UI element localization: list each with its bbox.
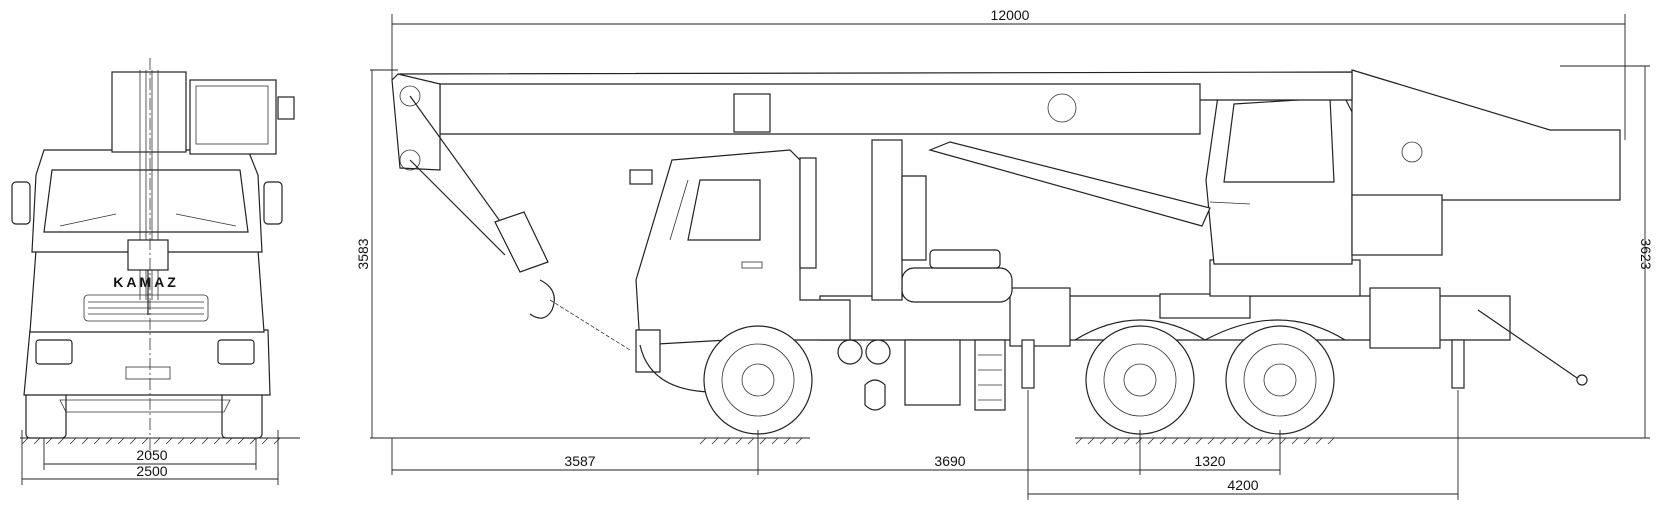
dim-support-base-label: 4200 (1227, 477, 1258, 493)
boom-support-post (871, 139, 903, 301)
wheel-front (703, 325, 813, 435)
hoist-cables (139, 70, 159, 300)
front-fender-line (639, 344, 711, 393)
tow-arm-end (1576, 374, 1588, 386)
rear-tow-arm (1477, 309, 1581, 381)
dim-bogie-label: 1320 (1194, 453, 1225, 469)
left-mirror (11, 181, 31, 225)
hook-block-side (494, 211, 549, 273)
front-outrigger-leg (1021, 339, 1035, 389)
right-headlight (217, 339, 255, 365)
grille-slats (88, 301, 204, 315)
front-outrigger-box (1009, 287, 1071, 347)
front-ground-hatch (21, 437, 281, 445)
front-view: KAMAZ 2050 2500 (11, 58, 300, 485)
air-filter (929, 249, 1001, 269)
crane-operator-cab (189, 79, 277, 155)
counterweight (1351, 194, 1443, 256)
boom-section-pin (1047, 93, 1077, 123)
ladder-steps (978, 354, 1002, 401)
dim-wheelbase-label: 3690 (934, 453, 965, 469)
front-bumper-side (635, 329, 661, 373)
fuel-tank (901, 267, 1013, 303)
lift-cylinder (928, 141, 1211, 227)
operator-mirror (277, 96, 295, 120)
left-headlight (35, 339, 73, 365)
boom-head-pulley-bottom (399, 149, 421, 171)
exhaust-stack (799, 157, 817, 269)
side-ground-hatch (699, 437, 1335, 445)
dim-track-label: 2050 (136, 447, 167, 463)
cab-mirror (629, 169, 653, 185)
rear-fenders (1074, 319, 1346, 341)
hook-tie-rope (549, 299, 631, 351)
hook-block (127, 239, 169, 271)
toolbox (1159, 293, 1251, 319)
dim-width-label: 2500 (136, 463, 167, 479)
truck-cab (635, 149, 851, 346)
boom-pivot (1401, 141, 1423, 163)
exhaust-muffler (864, 379, 886, 411)
crane-hook (529, 279, 555, 319)
cab-side-window (687, 179, 761, 241)
dim-height-left-label: 3583 (355, 238, 371, 269)
wheel-rear-1 (1085, 325, 1195, 435)
telescopic-boom-inner (439, 83, 1201, 135)
rear-outrigger-box (1369, 287, 1441, 349)
operator-cab-window (1223, 97, 1335, 183)
dim-height-right-label: 3623 (1638, 238, 1654, 269)
dim-front-overhang-label: 3587 (564, 453, 595, 469)
operator-window (195, 85, 269, 145)
air-tank-2 (865, 339, 891, 365)
boom-cross-section (111, 71, 187, 153)
wheel-rear-2 (1225, 325, 1335, 435)
door-handle (741, 261, 763, 269)
battery-box (904, 339, 961, 406)
front-skirt (59, 399, 231, 413)
boom-winch (733, 93, 771, 133)
turntable (1209, 259, 1361, 297)
front-dimension-lines (21, 430, 279, 485)
side-dimension-lines (370, 14, 1650, 500)
boom-head-pulley-top (399, 85, 421, 107)
side-view: 12000 3583 3623 3587 3690 1320 4200 (355, 7, 1654, 500)
boom-head (391, 73, 441, 171)
boom-rear-mount (1351, 69, 1621, 201)
right-mirror (263, 181, 283, 225)
air-tank-1 (837, 339, 863, 365)
kamaz-badge: KAMAZ (113, 274, 179, 290)
access-ladder (974, 339, 1006, 411)
operator-cab-handle (1209, 201, 1251, 205)
license-plate (125, 366, 171, 380)
wipers (59, 213, 237, 227)
a-pillar (669, 179, 689, 241)
dim-length-label: 12000 (991, 7, 1030, 23)
post-bracket (901, 175, 927, 261)
rear-outrigger-leg (1451, 339, 1465, 389)
